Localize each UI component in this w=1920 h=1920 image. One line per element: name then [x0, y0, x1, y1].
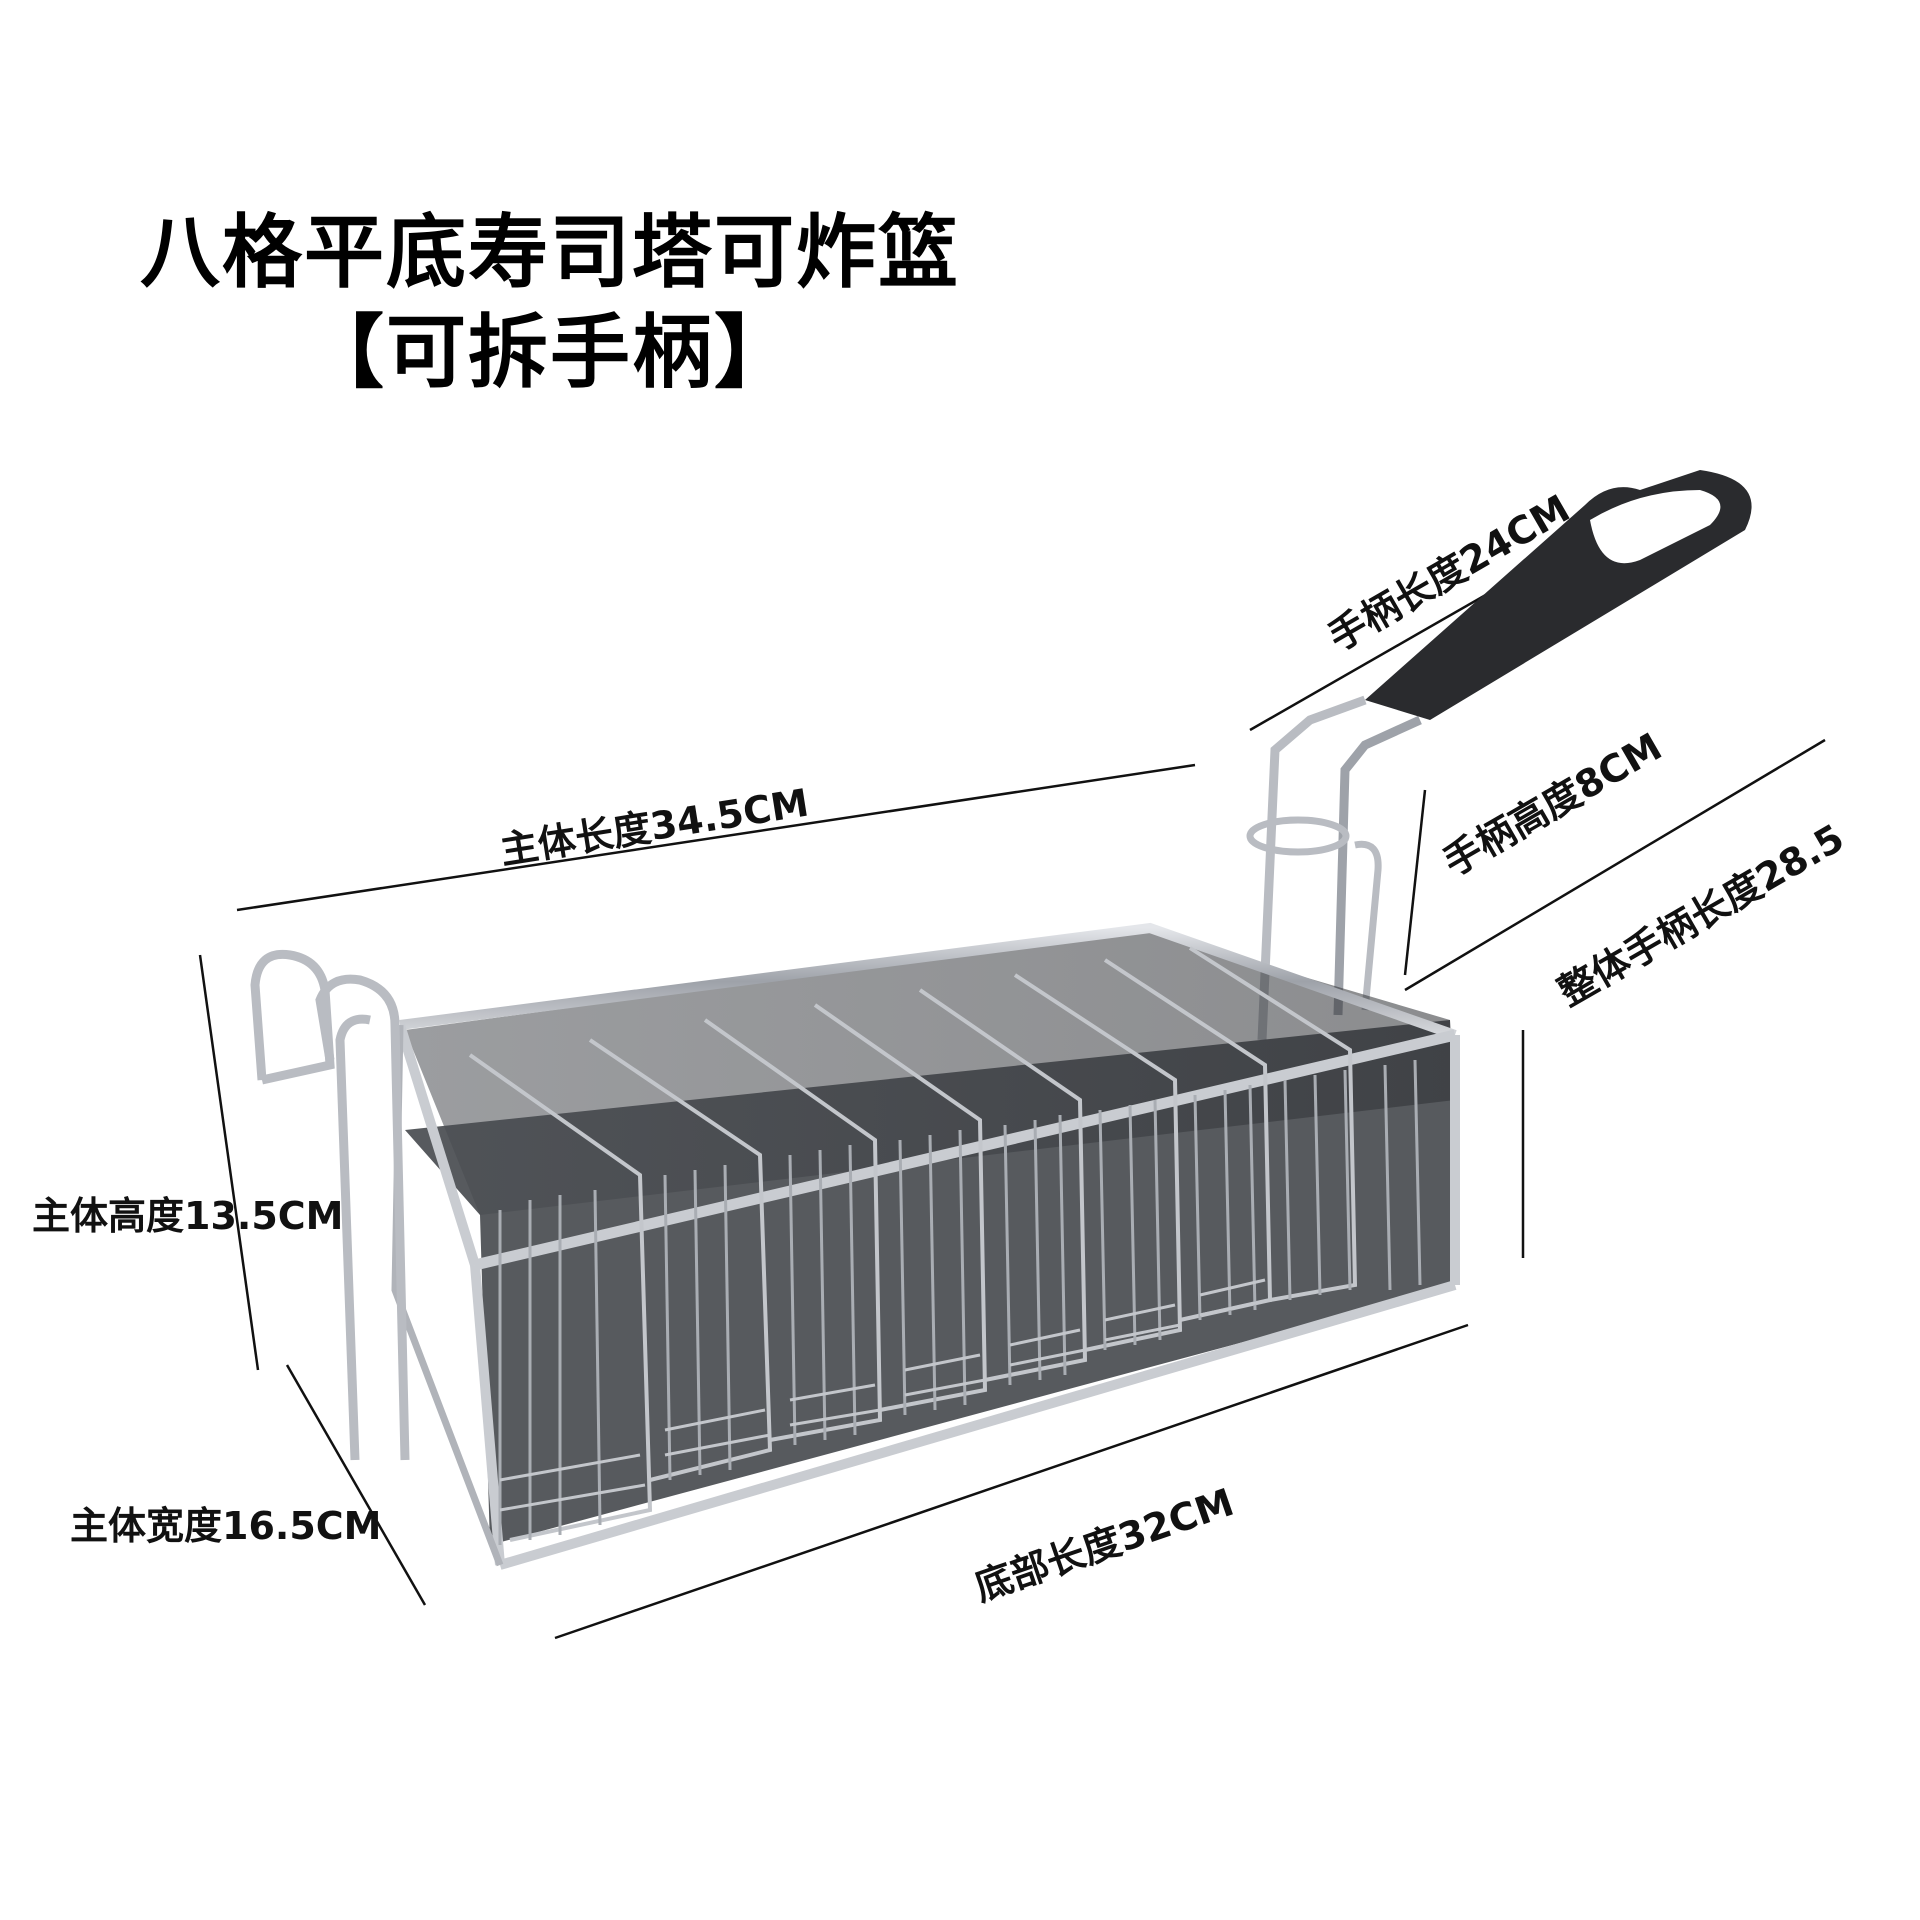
basket-hooks	[250, 949, 410, 1461]
product-title: 八格平底寿司塔可炸篮	[140, 206, 960, 299]
basket-handle	[1246, 470, 1752, 1041]
basket-dividers	[468, 946, 1422, 1545]
body-width-label: 主体宽度16.5CM	[70, 1504, 382, 1548]
body-height-label: 主体高度13.5CM	[32, 1194, 344, 1238]
product-subtitle: 【可拆手柄】	[304, 306, 796, 399]
